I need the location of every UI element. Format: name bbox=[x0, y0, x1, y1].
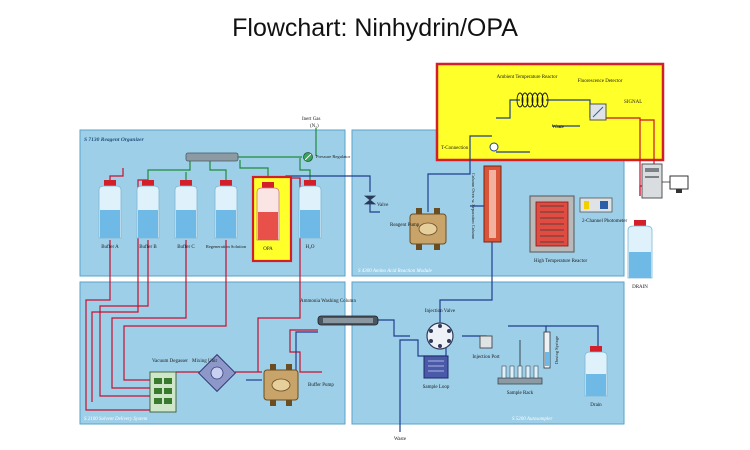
column-oven-icon bbox=[483, 165, 502, 243]
inert-gas-formula: (N₂) bbox=[310, 124, 319, 129]
injection-valve-icon bbox=[426, 322, 454, 350]
bottle-buffer-b bbox=[136, 180, 160, 239]
waste-bottom-label: Waste bbox=[394, 437, 407, 442]
yellow-waste-label: Waste bbox=[552, 125, 565, 130]
reaction-module-heading: S 4300 Amino Acid Reaction Module bbox=[358, 269, 433, 274]
fluorescence-detector-label: Fluorescence Detector bbox=[578, 79, 623, 84]
vacuum-degasser-label: Vacuum Degasser bbox=[152, 359, 188, 364]
bottle-opa bbox=[256, 182, 280, 241]
pressure-regulator-icon bbox=[303, 152, 313, 162]
photometer-label: 2-Channel Photometer bbox=[582, 219, 627, 224]
sample-rack-label: Sample Rack bbox=[507, 391, 534, 396]
injection-port-label: Injection Port bbox=[472, 355, 500, 360]
reagent-pump-icon bbox=[409, 208, 447, 250]
sample-loop-icon bbox=[423, 355, 449, 379]
drain-small-label: Drain bbox=[590, 403, 602, 408]
h2o-label: H₂O bbox=[306, 245, 315, 250]
drain-label: DRAIN bbox=[632, 285, 648, 290]
reagent-organizer-heading: S 7130 Reagent Organizer bbox=[84, 137, 145, 143]
bottle-buffer-c bbox=[174, 180, 198, 239]
mixing-unit-icon bbox=[197, 353, 237, 393]
sample-loop-label: Sample Loop bbox=[423, 385, 450, 390]
inert-gas-label: Inert Gas bbox=[302, 117, 321, 122]
bottle-h2o bbox=[298, 180, 322, 239]
solvent-delivery-heading: S 2100 Solvent Delivery System bbox=[84, 417, 148, 422]
injection-port-icon bbox=[479, 335, 493, 349]
fluorescence-box bbox=[435, 62, 665, 162]
signal-label: SIGNAL bbox=[624, 100, 642, 105]
pressure-regulator-label: Pressure Regulator bbox=[316, 154, 351, 159]
injection-valve-label: Injection Valve bbox=[425, 309, 456, 314]
data-station-icon bbox=[641, 163, 663, 199]
ammonia-column-icon bbox=[317, 315, 379, 326]
sample-rack-icon bbox=[497, 340, 543, 385]
drain-small-bottle bbox=[584, 346, 608, 397]
drain-bottle bbox=[627, 220, 653, 279]
regeneration-label: Regeneration Solution bbox=[206, 244, 247, 249]
fluorescence-detector-icon bbox=[589, 103, 607, 121]
buffer-a-label: Buffer A bbox=[101, 245, 119, 250]
autosampler-panel bbox=[351, 281, 625, 425]
ht-reactor-icon bbox=[529, 195, 575, 253]
buffer-c-label: Buffer C bbox=[177, 245, 195, 250]
ht-reactor-label: High Temperature Reactor bbox=[534, 259, 587, 264]
buffer-pump-label: Buffer Pump bbox=[308, 383, 334, 388]
dosing-syringe-label: Dosing Syringe bbox=[554, 336, 559, 364]
buffer-pump-icon bbox=[263, 364, 299, 406]
bottle-buffer-a bbox=[98, 180, 122, 239]
valve-icon bbox=[363, 195, 377, 205]
buffer-b-label: Buffer B bbox=[139, 245, 157, 250]
autosampler-heading: S 5200 Autosampler bbox=[512, 417, 553, 422]
valve-label: Valve bbox=[377, 203, 389, 208]
diagram-title: Flowchart: Ninhydrin/OPA bbox=[232, 14, 518, 42]
manifold bbox=[185, 152, 239, 162]
column-oven-label: Column Oven w. Separation Column bbox=[471, 173, 476, 240]
ambient-reactor-coil bbox=[516, 92, 549, 108]
reagent-pump-label: Reagent Pump bbox=[390, 223, 420, 228]
photometer-icon bbox=[579, 197, 613, 213]
vacuum-degasser-icon bbox=[149, 371, 177, 413]
monitor-icon bbox=[669, 175, 689, 193]
ambient-reactor-label: Ambient Temperature Reactor bbox=[497, 75, 558, 80]
dosing-syringe-icon bbox=[543, 331, 551, 369]
mixing-unit-label: Mixing Unit bbox=[192, 359, 217, 364]
opa-label: OPA bbox=[263, 247, 273, 252]
t-connection-icon bbox=[489, 142, 499, 152]
bottle-regeneration bbox=[214, 180, 238, 239]
ammonia-column-label: Ammonia Washing Column bbox=[300, 299, 356, 304]
t-connection-label: T-Connection bbox=[441, 146, 469, 151]
